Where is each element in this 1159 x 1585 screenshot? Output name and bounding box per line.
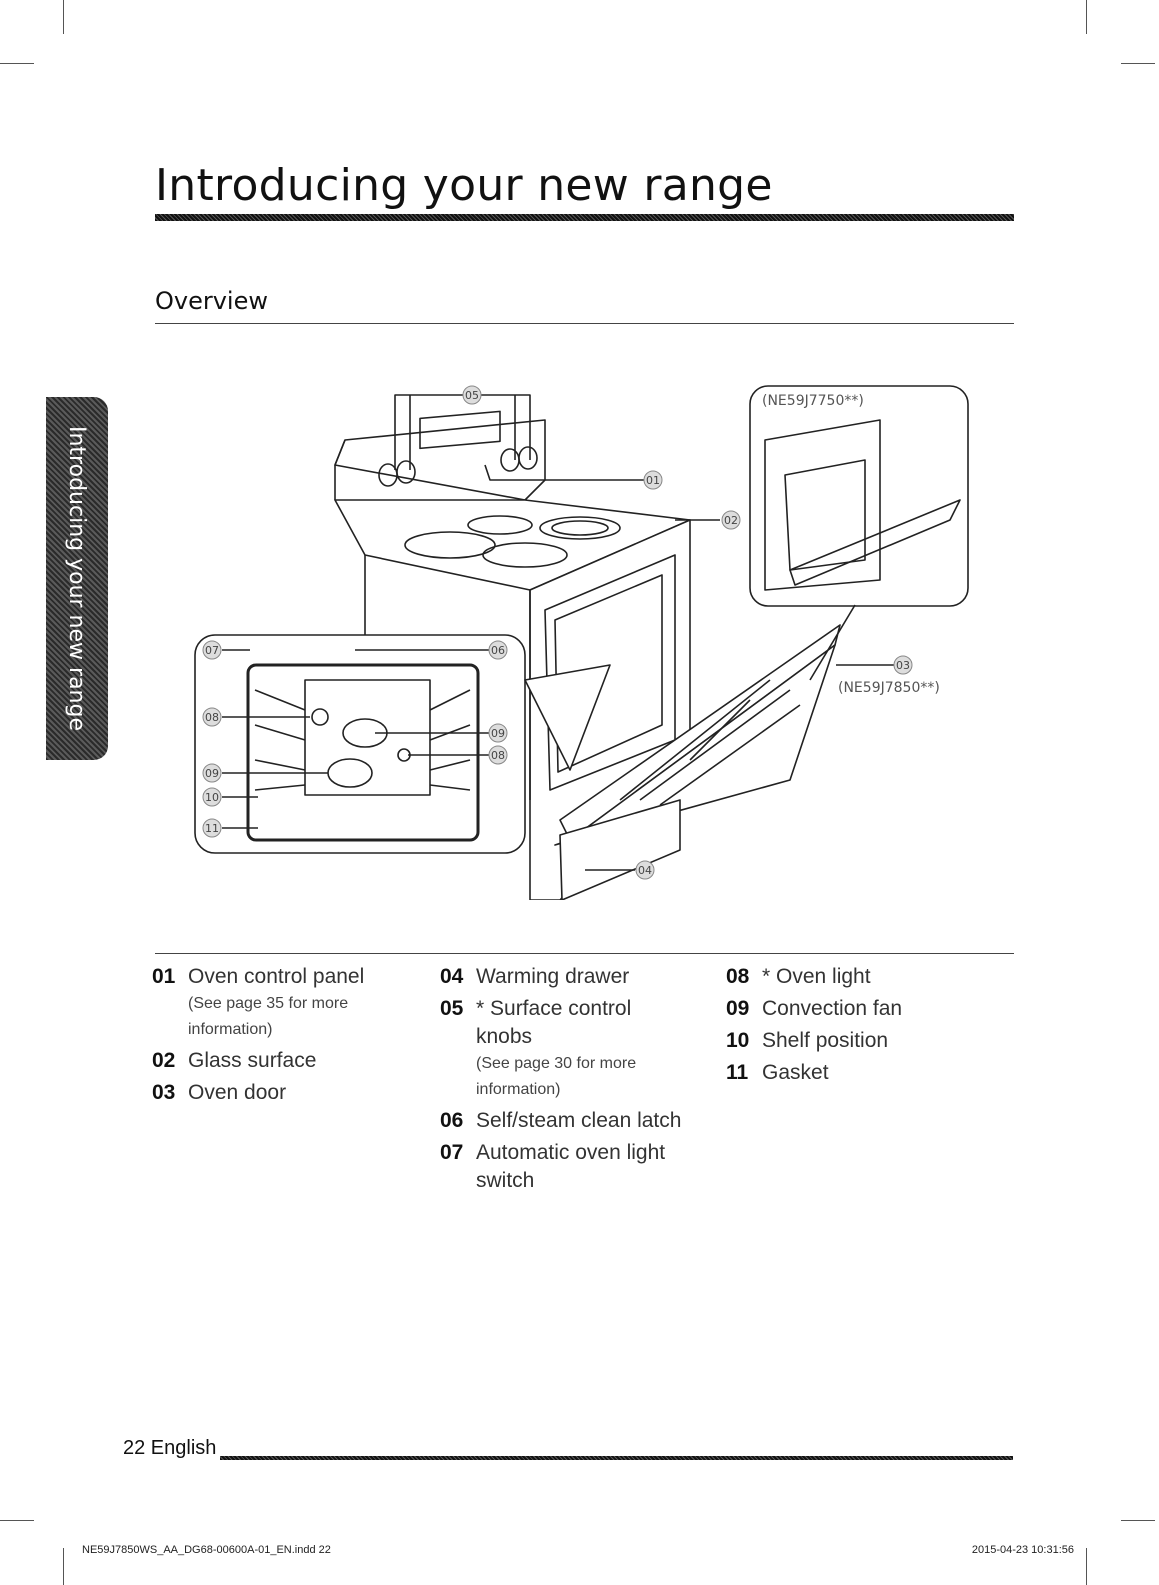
- crop-mark: [1086, 0, 1087, 34]
- legend-item-text: Glass surface: [188, 1047, 316, 1075]
- legend-item: 11 Gasket: [726, 1059, 986, 1087]
- legend-item-label: * Surface control knobs: [476, 997, 632, 1048]
- legend-item-label: Oven door: [188, 1081, 287, 1104]
- title-underline: [155, 214, 1014, 221]
- callout-08-right: 08: [488, 745, 508, 765]
- legend-item-label: Convection fan: [762, 997, 903, 1020]
- legend-item-text: Self/steam clean latch: [476, 1107, 681, 1135]
- legend-item-note: (See page 30 for more information): [476, 1055, 637, 1098]
- section-title: Overview: [155, 287, 268, 315]
- crop-mark: [0, 63, 34, 64]
- legend-item: 03 Oven door: [152, 1079, 392, 1107]
- page-title: Introducing your new range: [155, 160, 773, 211]
- legend-column-1: 01 Oven control panel (See page 35 for mor…: [152, 963, 392, 1111]
- legend-divider: [155, 953, 1014, 954]
- callout-11: 11: [202, 818, 222, 838]
- chapter-side-tab: Introducing your new range: [46, 397, 108, 760]
- legend-column-2: 04 Warming drawer 05 * Surface control knob…: [440, 963, 690, 1199]
- print-slug-date: 2015-04-23 10:31:56: [971, 1544, 1074, 1556]
- legend-item-label: Oven control panel: [188, 965, 365, 988]
- svg-text:05: 05: [465, 389, 479, 402]
- callout-07: 07: [202, 640, 222, 660]
- legend-item: 06 Self/steam clean latch: [440, 1107, 690, 1135]
- legend-item-number: 06: [440, 1109, 464, 1132]
- legend-item-note: (See page 35 for more information): [188, 995, 349, 1038]
- legend-item-number: 03: [152, 1081, 176, 1104]
- svg-text:10: 10: [205, 791, 219, 804]
- legend-item-label: Automatic oven light switch: [476, 1141, 666, 1192]
- callout-05: 05: [462, 385, 482, 405]
- svg-text:09: 09: [205, 767, 219, 780]
- crop-mark: [63, 1548, 64, 1585]
- legend-item-number: 08: [726, 965, 750, 988]
- legend-column-3: 08 * Oven light 09 Convection fan 10 Shelf po…: [726, 963, 986, 1091]
- legend-item-label: Shelf position: [762, 1029, 889, 1052]
- legend-item: 01 Oven control panel (See page 35 for mor…: [152, 963, 392, 1043]
- legend-item: 09 Convection fan: [726, 995, 986, 1023]
- legend-item-text: Shelf position: [762, 1027, 888, 1055]
- legend-item: 08 * Oven light: [726, 963, 986, 991]
- footer-rule: [220, 1456, 1013, 1460]
- crop-mark: [1086, 1548, 1087, 1585]
- legend-item-text: Oven control panel (See page 35 for more …: [188, 963, 392, 1043]
- legend-item-number: 11: [726, 1061, 749, 1084]
- crop-mark: [0, 1520, 34, 1521]
- legend-item: 05 * Surface control knobs (See page 30 fo…: [440, 995, 690, 1103]
- legend-item-text: * Oven light: [762, 963, 871, 991]
- svg-text:06: 06: [491, 644, 505, 657]
- svg-text:08: 08: [205, 711, 219, 724]
- legend-item-label: Glass surface: [188, 1049, 317, 1072]
- legend-item-label: Gasket: [762, 1061, 829, 1084]
- legend-item-text: Oven door: [188, 1079, 286, 1107]
- callout-06: 06: [488, 640, 508, 660]
- callout-02: 02: [721, 510, 741, 530]
- legend-item-text: Warming drawer: [476, 963, 629, 991]
- side-tab-label: Introducing your new range: [64, 426, 90, 731]
- legend-item: 04 Warming drawer: [440, 963, 690, 991]
- crop-mark: [1121, 63, 1155, 64]
- legend-item-number: 02: [152, 1049, 176, 1072]
- legend-item: 02 Glass surface: [152, 1047, 392, 1075]
- svg-text:07: 07: [205, 644, 219, 657]
- svg-text:09: 09: [491, 727, 505, 740]
- crop-mark: [63, 0, 64, 34]
- crop-mark: [1121, 1520, 1155, 1521]
- callout-09: 09: [202, 763, 222, 783]
- legend-item-number: 05: [440, 997, 464, 1020]
- legend-item-text: Gasket: [762, 1059, 829, 1087]
- svg-text:04: 04: [638, 864, 652, 877]
- callout-01: 01: [643, 470, 663, 490]
- legend-item-label: Self/steam clean latch: [476, 1109, 682, 1132]
- legend-item-number: 09: [726, 997, 750, 1020]
- legend-item-text: * Surface control knobs (See page 30 for …: [476, 995, 690, 1103]
- legend-item-text: Convection fan: [762, 995, 902, 1023]
- svg-text:01: 01: [646, 474, 660, 487]
- svg-text:11: 11: [205, 822, 219, 835]
- legend-item-text: Automatic oven light switch: [476, 1139, 690, 1195]
- legend-item-label: * Oven light: [762, 965, 871, 988]
- svg-text:02: 02: [724, 514, 738, 527]
- model-label-b: (NE59J7850**): [838, 680, 940, 696]
- legend-item-label: Warming drawer: [476, 965, 630, 988]
- legend-item: 07 Automatic oven light switch: [440, 1139, 690, 1195]
- model-label-a: (NE59J7750**): [762, 393, 864, 409]
- svg-text:03: 03: [896, 659, 910, 672]
- callout-09-right: 09: [488, 723, 508, 743]
- print-slug-file: NE59J7850WS_AA_DG68-00600A-01_EN.indd 22: [82, 1544, 331, 1556]
- legend-item-number: 01: [152, 965, 176, 988]
- callout-04: 04: [635, 860, 655, 880]
- page-number-label: 22 English: [123, 1437, 217, 1459]
- legend-item: 10 Shelf position: [726, 1027, 986, 1055]
- callout-08: 08: [202, 707, 222, 727]
- callout-03: 03: [893, 655, 913, 675]
- legend-item-number: 07: [440, 1141, 464, 1164]
- svg-text:08: 08: [491, 749, 505, 762]
- section-divider: [155, 323, 1014, 324]
- range-overview-diagram: 05 01 02 03 04 06 07 08 08 09 09 10 11 (…: [194, 385, 969, 900]
- legend-item-number: 10: [726, 1029, 750, 1052]
- callout-10: 10: [202, 787, 222, 807]
- legend-item-number: 04: [440, 965, 464, 988]
